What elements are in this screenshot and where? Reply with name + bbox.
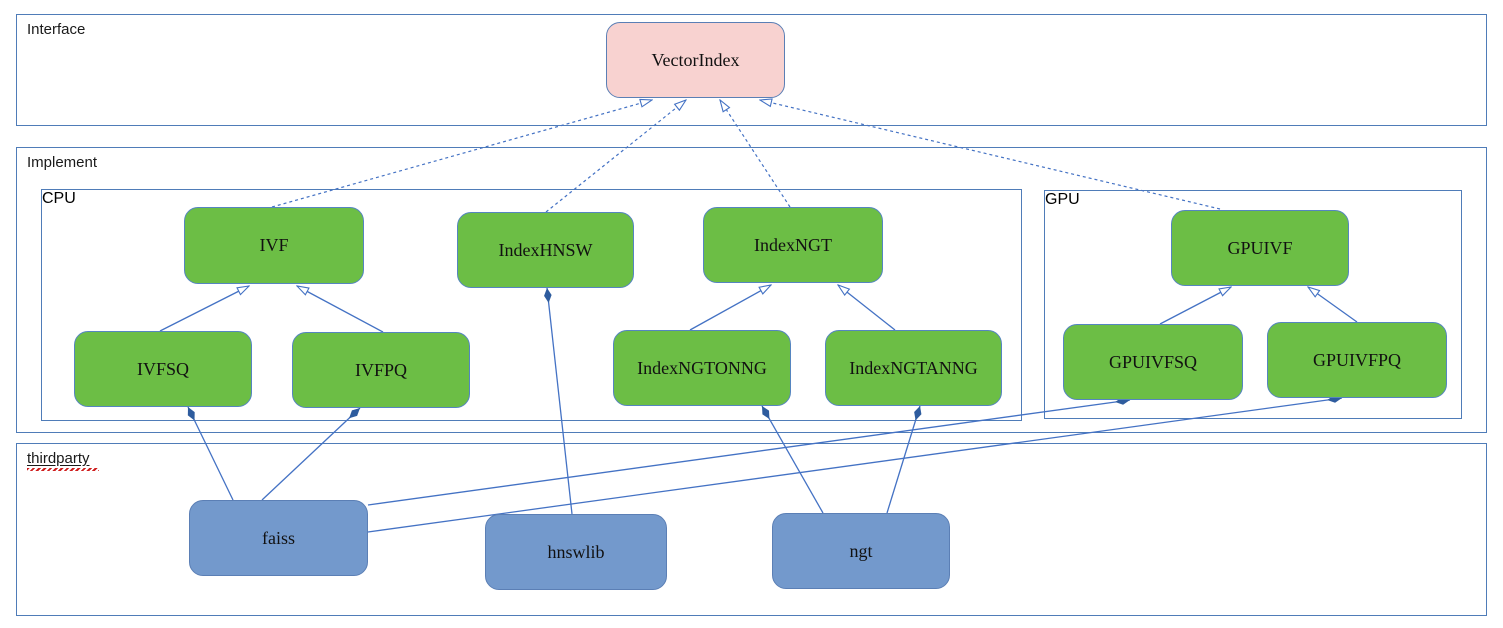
node-indexngt[interactable]: IndexNGT [703,207,883,283]
node-faiss[interactable]: faiss [189,500,368,576]
node-vectorindex-label: VectorIndex [651,49,740,70]
node-gpuivfsq[interactable]: GPUIVFSQ [1063,324,1243,400]
node-vectorindex[interactable]: VectorIndex [606,22,785,98]
node-indexhnsw[interactable]: IndexHNSW [457,212,634,288]
node-faiss-label: faiss [262,527,295,548]
node-hnswlib[interactable]: hnswlib [485,514,667,590]
node-gpuivfpq[interactable]: GPUIVFPQ [1267,322,1447,398]
node-ivfpq[interactable]: IVFPQ [292,332,470,408]
node-indexhnsw-label: IndexHNSW [498,239,593,260]
container-cpu-label: CPU [42,190,76,207]
node-gpuivf[interactable]: GPUIVF [1171,210,1349,286]
container-thirdparty-label: thirdparty [27,450,99,471]
container-gpu-label: GPU [1045,191,1080,208]
node-indexngtonng-label: IndexNGTONNG [637,357,767,378]
node-gpuivf-label: GPUIVF [1227,237,1293,258]
node-hnswlib-label: hnswlib [547,541,605,562]
thirdparty-underlined-text: thirdparty [27,450,90,467]
node-ivfsq[interactable]: IVFSQ [74,331,252,407]
node-ivfpq-label: IVFPQ [354,359,407,380]
container-interface-label: Interface [27,21,86,38]
node-indexngt-label: IndexNGT [754,234,832,255]
node-indexngtanng[interactable]: IndexNGTANNG [825,330,1002,406]
container-implement-label: Implement [27,154,98,171]
node-gpuivfpq-label: GPUIVFPQ [1312,349,1402,370]
node-gpuivfsq-label: GPUIVFSQ [1108,351,1198,372]
node-indexngtonng[interactable]: IndexNGTONNG [613,330,791,406]
node-ngt-label: ngt [849,540,873,561]
node-ngt[interactable]: ngt [772,513,950,589]
spellcheck-squiggle [27,468,99,471]
node-ivfsq-label: IVFSQ [136,358,189,379]
node-indexngtanng-label: IndexNGTANNG [849,357,978,378]
node-ivf[interactable]: IVF [184,207,364,284]
node-ivf-label: IVF [259,235,289,255]
